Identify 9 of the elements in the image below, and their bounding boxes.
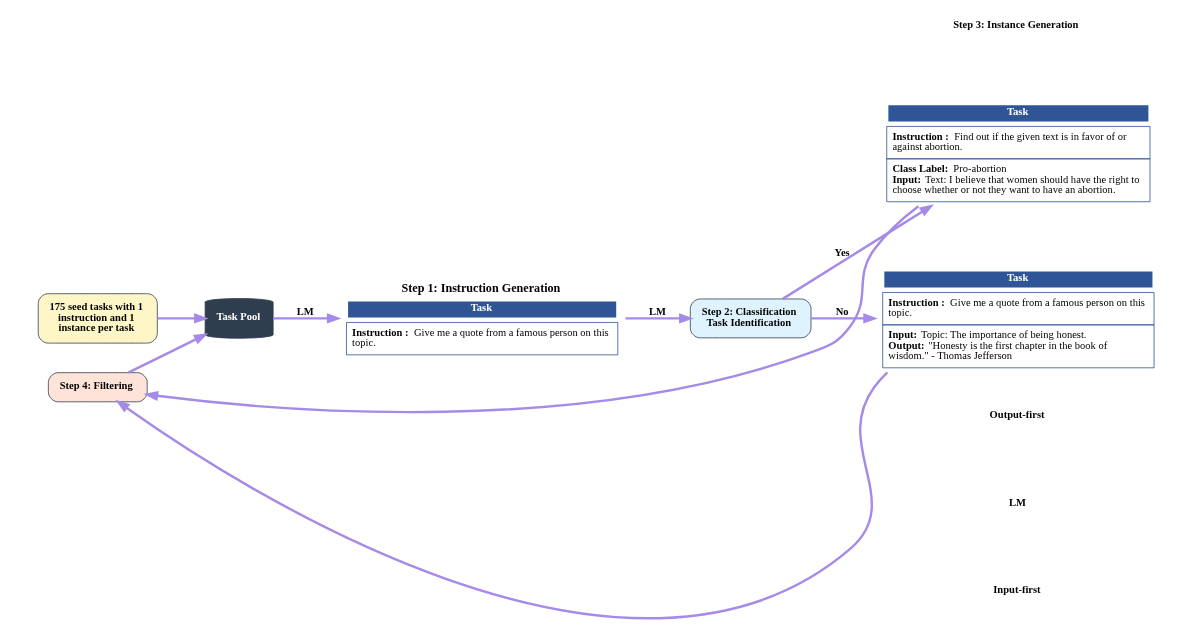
label: Output-first (989, 409, 1045, 421)
label: LM (1009, 496, 1027, 508)
label: Step 3: Instance Generation (953, 18, 1079, 30)
edge-label: No (835, 305, 849, 317)
node-label: Step 1: Instruction Generation (401, 280, 561, 295)
label: Input-first (993, 584, 1041, 596)
edge-label: Yes (834, 247, 850, 259)
edge-label: LM (296, 305, 314, 317)
edge-label: LM (649, 305, 666, 317)
